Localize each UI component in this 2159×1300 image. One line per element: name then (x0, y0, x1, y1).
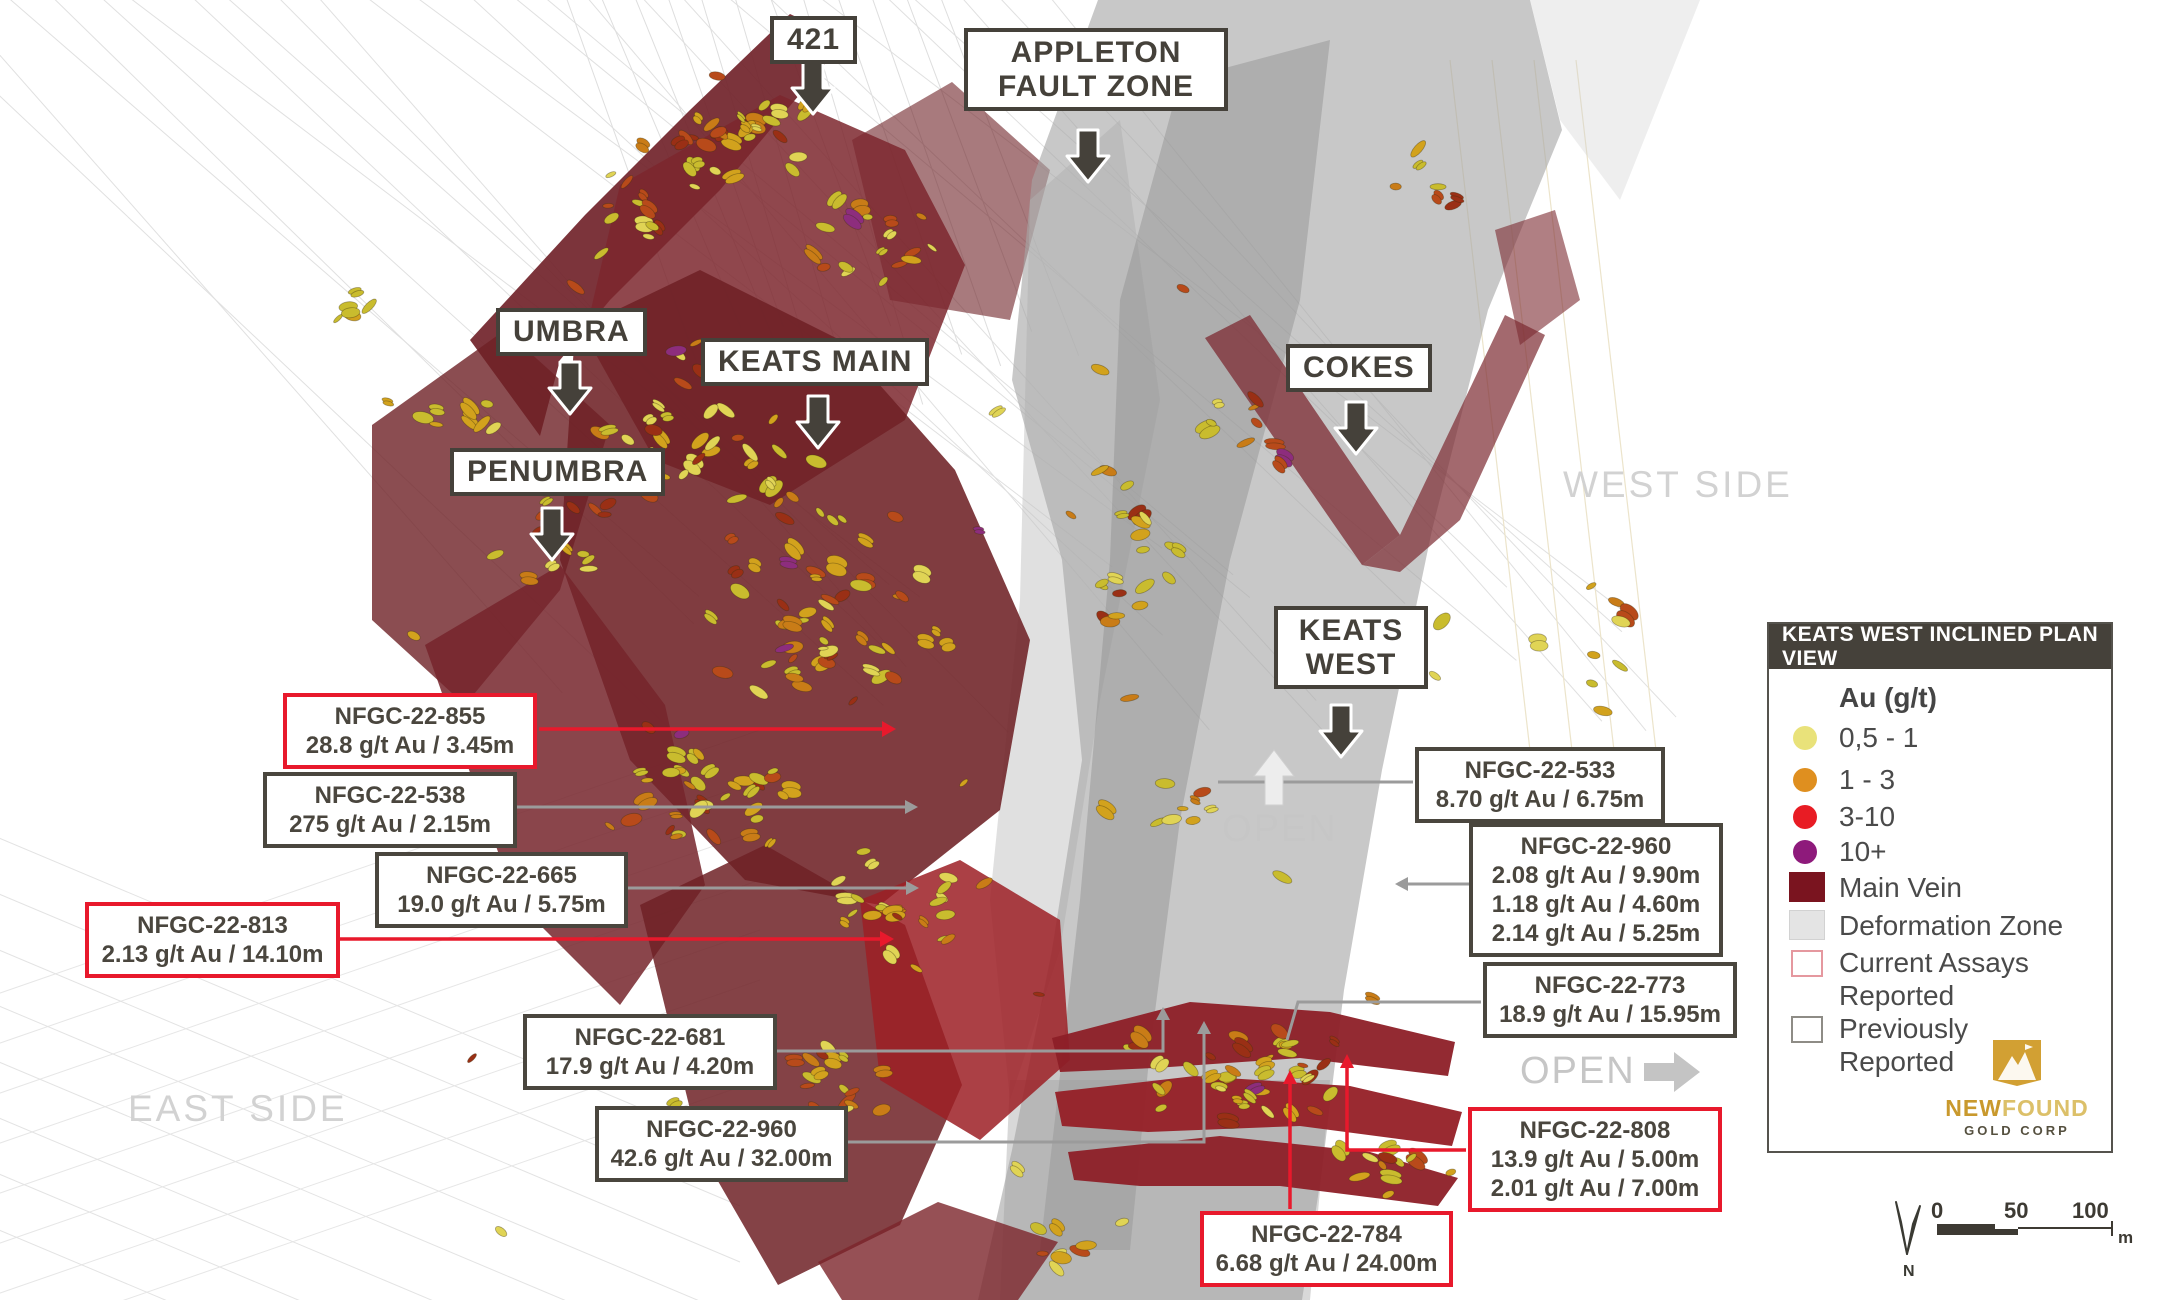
down-arrow-keats-main (795, 394, 841, 450)
hole-id: NFGC-22-784 (1251, 1221, 1402, 1248)
scale-unit: m (2118, 1228, 2133, 1247)
assay-value: 42.6 g/t Au / 32.00m (610, 1145, 833, 1173)
assay-callout-nfgc-22-784: NFGC-22-784 6.68 g/t Au / 24.00m (1200, 1211, 1453, 1288)
east-side-text: EAST SIDE (128, 1088, 348, 1129)
hole-id: NFGC-22-681 (574, 1024, 726, 1051)
map-label-appleton-fault-zone: APPLETON FAULT ZONE (964, 28, 1228, 112)
grade-label: 3-10 (1839, 801, 1896, 832)
west-side-text: WEST SIDE (1563, 464, 1793, 505)
logo-wordmark: NEWFOUND (1945, 1095, 2089, 1121)
assay-value: 275 g/t Au / 2.15m (289, 811, 491, 839)
assay-value: 2.14 g/t Au / 5.25m (1491, 920, 1701, 948)
deformation-zone-swatch (1789, 910, 1825, 940)
hole-id: NFGC-22-855 (334, 703, 486, 730)
assay-callout-nfgc-22-855: NFGC-22-855 28.8 g/t Au / 3.45m (283, 693, 537, 770)
assay-value: 2.13 g/t Au / 14.10m (101, 941, 324, 969)
legend-title: KEATS WEST INCLINED PLAN VIEW (1769, 623, 2111, 670)
assay-value: 28.8 g/t Au / 3.45m (305, 732, 515, 760)
hole-id: NFGC-22-665 (426, 862, 577, 889)
newfound-logo-mark (1993, 1040, 2041, 1086)
assay-value: 18.9 g/t Au / 15.95m (1499, 1001, 1721, 1029)
current-assays-swatch (1791, 950, 1823, 977)
previously-reported-label: Previously Reported (1839, 1013, 1969, 1078)
down-arrow-cokes (1333, 400, 1379, 456)
open-up-arrow (1252, 749, 1296, 806)
grade-dot-mid (1793, 768, 1817, 792)
assay-callout-nfgc-22-960-right: NFGC-22-960 2.08 g/t Au / 9.90m 1.18 g/t… (1469, 823, 1723, 958)
assay-value: 17.9 g/t Au / 4.20m (545, 1053, 755, 1081)
assay-value: 6.68 g/t Au / 24.00m (1215, 1250, 1438, 1278)
assay-callout-nfgc-22-681: NFGC-22-681 17.9 g/t Au / 4.20m (523, 1014, 777, 1091)
north-label: N (1903, 1263, 1915, 1280)
assay-callout-nfgc-22-960-left: NFGC-22-960 42.6 g/t Au / 32.00m (595, 1106, 848, 1183)
open-right-text: OPEN (1520, 1050, 1636, 1092)
map-label-421: 421 (770, 16, 858, 64)
scale-50: 50 (2004, 1198, 2028, 1223)
map-label-penumbra: PENUMBRA (450, 448, 666, 496)
hole-id: NFGC-22-538 (314, 782, 466, 809)
down-arrow-umbra (547, 360, 593, 416)
assay-callout-nfgc-22-538: NFGC-22-538 275 g/t Au / 2.15m (263, 772, 517, 849)
hole-id: NFGC-22-773 (1534, 972, 1686, 999)
assay-value: 13.9 g/t Au / 5.00m (1490, 1146, 1700, 1174)
assay-callout-nfgc-22-813: NFGC-22-813 2.13 g/t Au / 14.10m (85, 902, 340, 979)
legend-au-header: Au (g/t) (1839, 682, 1937, 713)
map-label-keats-west: KEATS WEST (1274, 606, 1428, 690)
scale-0: 0 (1931, 1198, 1943, 1223)
gold-intercept-discs (333, 71, 1639, 1277)
assay-callout-nfgc-22-808: NFGC-22-808 13.9 g/t Au / 5.00m 2.01 g/t… (1468, 1107, 1722, 1213)
main-vein-label: Main Vein (1839, 872, 1962, 903)
down-arrow-appleton (1065, 128, 1111, 184)
hole-id: NFGC-22-813 (137, 912, 288, 939)
down-arrow-keats-west (1318, 703, 1364, 759)
map-label-cokes: COKES (1286, 344, 1432, 392)
north-arrow: N (1895, 1201, 1921, 1280)
assay-value: 19.0 g/t Au / 5.75m (397, 891, 606, 919)
assay-value: 1.18 g/t Au / 4.60m (1491, 891, 1701, 919)
leader-lines (340, 721, 1481, 1209)
scale-100: 100 (2072, 1198, 2109, 1223)
grade-label: 10+ (1839, 836, 1887, 867)
assay-value: 2.08 g/t Au / 9.90m (1491, 862, 1701, 890)
grade-label: 1 - 3 (1839, 764, 1896, 795)
hole-id: NFGC-22-533 (1464, 757, 1616, 784)
legend-panel: KEATS WEST INCLINED PLAN VIEW Au (g/t) 0… (1767, 622, 2113, 1153)
previously-reported-swatch (1791, 1016, 1823, 1043)
grade-dot-high (1793, 805, 1817, 829)
current-assays-label: Current Assays Reported (1839, 947, 2029, 1012)
map-label-umbra: UMBRA (496, 308, 647, 356)
hole-id: NFGC-22-960 (1520, 833, 1672, 860)
hole-id: NFGC-22-808 (1519, 1117, 1671, 1144)
open-right-arrow (1644, 1052, 1700, 1092)
map-label-keats-main: KEATS MAIN (701, 338, 930, 386)
main-vein-swatch (1789, 872, 1825, 902)
logo-sub: GOLD CORP (1964, 1123, 2070, 1138)
assay-value: 2.01 g/t Au / 7.00m (1490, 1175, 1700, 1203)
scale-bar: 0 50 100 m (1931, 1198, 2133, 1247)
assay-callout-nfgc-22-533: NFGC-22-533 8.70 g/t Au / 6.75m (1415, 747, 1665, 824)
grade-dot-low (1793, 726, 1817, 750)
down-arrow-penumbra (529, 506, 575, 562)
assay-callout-nfgc-22-773: NFGC-22-773 18.9 g/t Au / 15.95m (1483, 962, 1737, 1039)
open-up-text: OPEN (1222, 808, 1338, 850)
grade-label: 0,5 - 1 (1839, 722, 1919, 753)
deformation-zone-label: Deformation Zone (1839, 910, 2064, 941)
hole-id: NFGC-22-960 (646, 1116, 797, 1143)
assay-callout-nfgc-22-665: NFGC-22-665 19.0 g/t Au / 5.75m (375, 852, 628, 929)
newfound-gold-logo: NEWFOUND GOLD CORP (1929, 1040, 2105, 1138)
grade-dot-bonanza (1793, 840, 1817, 864)
assay-value: 8.70 g/t Au / 6.75m (1435, 786, 1645, 814)
